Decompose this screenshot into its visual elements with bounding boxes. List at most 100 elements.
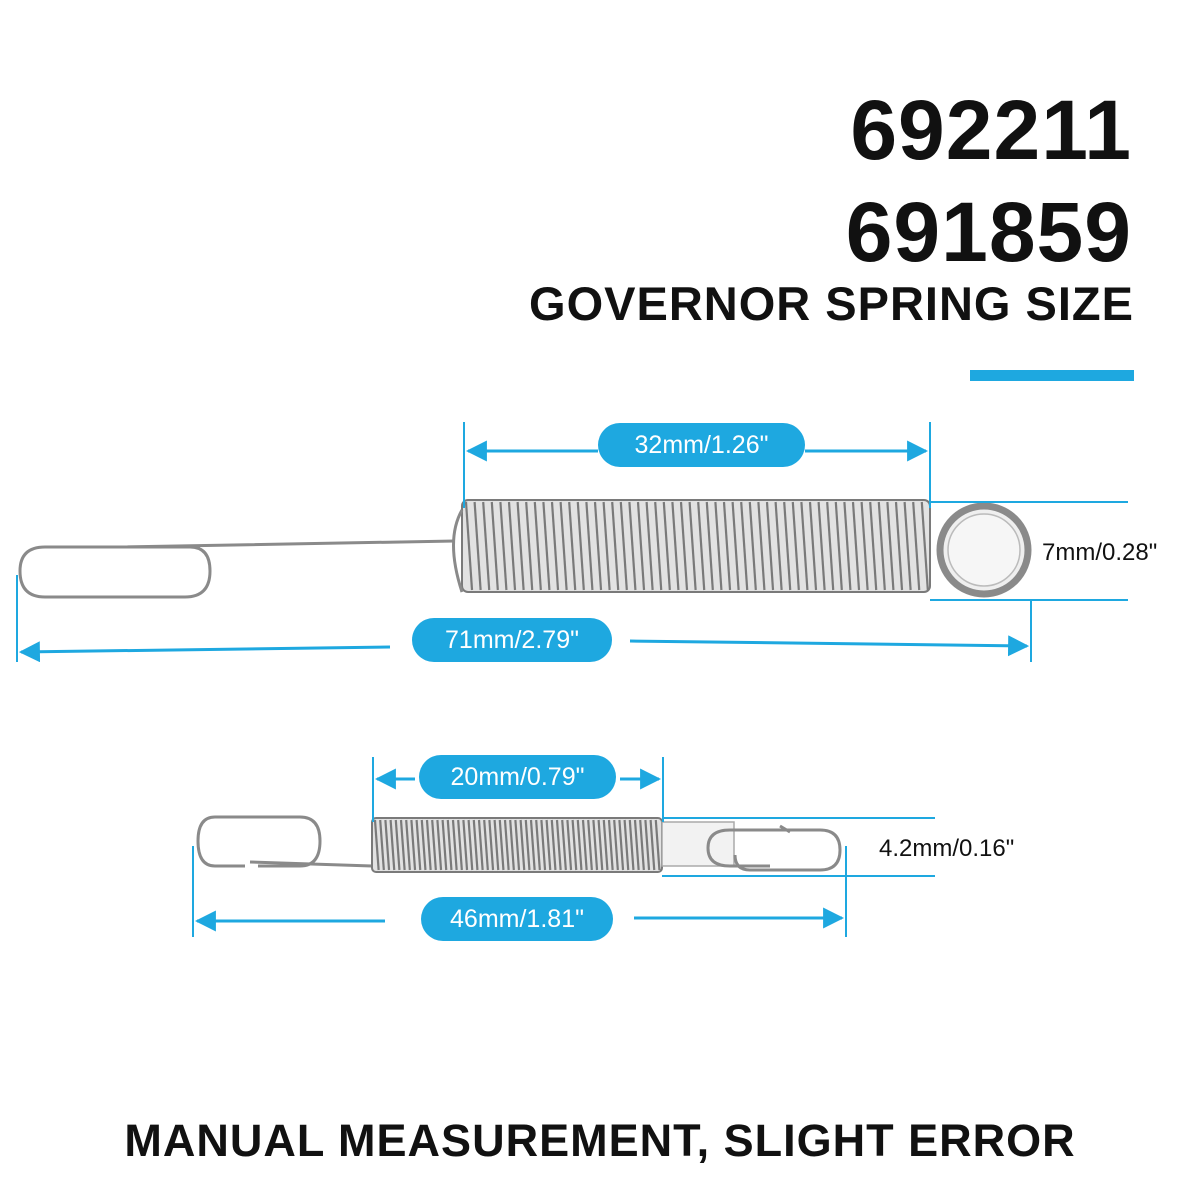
large-spring-coil-winding	[533, 501, 542, 591]
large-spring-coil-winding	[473, 501, 482, 591]
small-spring-coil-winding	[483, 819, 489, 871]
large-spring-coil-winding	[791, 501, 800, 591]
part-number-primary: 692211	[850, 83, 1132, 177]
large-spring-coil-winding	[748, 501, 757, 591]
large-spring-coil-winding	[507, 501, 517, 591]
small-spring-coil-winding	[524, 819, 531, 871]
small-spring-coils	[373, 819, 661, 871]
large-coil-length-label: 32mm/1.26"	[598, 423, 805, 467]
large-spring-coil-winding	[550, 501, 560, 591]
large-spring-coil-winding	[765, 501, 775, 591]
large-overall-length-arrow-right	[629, 635, 1030, 657]
small-spring-coil-winding	[529, 819, 536, 871]
small-spring-coil-winding	[498, 819, 505, 871]
large-spring-coil-winding	[602, 501, 611, 591]
large-spring-coil-winding	[869, 501, 878, 591]
large-spring-coil-winding	[740, 501, 749, 591]
large-spring-coil-winding	[877, 501, 886, 591]
small-spring-coil-winding	[607, 819, 614, 871]
large-spring-coil-winding	[490, 501, 499, 591]
large-spring-coil-winding	[688, 501, 697, 591]
measurement-disclaimer: MANUAL MEASUREMENT, SLIGHT ERROR	[124, 1115, 1076, 1166]
small-spring-coil-winding	[457, 819, 463, 871]
large-spring-coil-winding	[671, 501, 680, 591]
small-spring-coil-winding	[467, 819, 474, 871]
large-spring-coil-winding	[645, 501, 654, 591]
small-spring-coil-winding	[420, 819, 427, 871]
large-spring-coil-winding	[757, 501, 766, 591]
small-spring-coil-winding	[633, 819, 640, 871]
small-spring-coil-winding	[415, 819, 422, 871]
small-spring-coil-winding	[555, 819, 562, 871]
page-title: GOVERNOR SPRING SIZE	[529, 277, 1134, 330]
small-spring-coil-winding	[431, 819, 437, 871]
small-spring-coil-winding	[405, 819, 411, 871]
small-spring-dimensions	[192, 757, 935, 937]
small-spring-coil-winding	[488, 819, 495, 871]
large-spring-coil-winding	[679, 501, 689, 591]
small-spring-coil-winding	[384, 819, 391, 871]
large-spring-coil-winding	[903, 501, 912, 591]
small-spring-coil-winding	[519, 819, 526, 871]
small-spring-coil-winding	[514, 819, 521, 871]
small-spring-coil-winding	[425, 819, 432, 871]
small-spring-coil-winding	[566, 819, 573, 871]
small-spring-left-hook	[196, 815, 373, 868]
large-spring-coil-winding	[800, 501, 809, 591]
small-spring-coil-winding	[503, 819, 510, 871]
large-spring-coil-winding	[697, 501, 706, 591]
large-spring-coil-winding	[499, 501, 508, 591]
small-spring-coil-winding	[410, 819, 417, 871]
large-spring-coil-winding	[860, 501, 869, 591]
large-spring-left-hook	[18, 539, 456, 599]
small-spring-coil-winding	[597, 819, 604, 871]
large-spring-coil-winding	[542, 501, 551, 591]
small-spring-coil-winding	[373, 819, 380, 871]
small-coil-length-label: 20mm/0.79"	[419, 755, 616, 799]
small-spring-coil-winding	[592, 819, 599, 871]
large-spring-dimensions	[16, 422, 1128, 663]
part-number-secondary: 691859	[845, 185, 1132, 279]
large-spring-coil-winding	[568, 501, 577, 591]
small-spring-coil-winding	[446, 819, 453, 871]
small-spring-coil-winding	[550, 819, 557, 871]
small-spring-coil-winding	[618, 819, 625, 871]
large-spring-coil-winding	[920, 501, 929, 591]
small-spring-coil-winding	[477, 819, 484, 871]
large-spring-coil-winding	[559, 501, 568, 591]
large-spring-left-end	[452, 509, 464, 593]
small-spring-coil-winding	[509, 819, 515, 871]
large-overall-length-label: 71mm/2.79"	[412, 618, 612, 662]
small-spring-coil-winding	[639, 819, 645, 871]
small-spring-coil-winding	[628, 819, 635, 871]
small-overall-length-label: 46mm/1.81"	[421, 897, 613, 941]
small-spring-coil-winding	[394, 819, 401, 871]
large-spring-coil-winding	[826, 501, 835, 591]
large-spring-coil-winding	[843, 501, 852, 591]
large-spring-coil-winding	[783, 501, 792, 591]
large-overall-length-arrow-left	[18, 641, 391, 663]
small-spring-coil-winding	[545, 819, 552, 871]
small-spring-coil-winding	[389, 819, 396, 871]
small-spring-coil-winding	[493, 819, 500, 871]
small-spring-coil-winding	[587, 819, 593, 871]
accent-divider	[970, 370, 1134, 381]
large-spring-coil-winding	[619, 501, 628, 591]
large-spring-coil-winding	[808, 501, 818, 591]
large-spring-coil-winding	[593, 501, 603, 591]
large-spring-coil-winding	[834, 501, 843, 591]
small-spring-coil-winding	[379, 819, 385, 871]
large-spring-coil-winding	[482, 501, 491, 591]
large-spring-coil-winding	[774, 501, 783, 591]
large-spring-coil-winding	[722, 501, 732, 591]
large-spring-coil-winding	[576, 501, 585, 591]
small-spring	[196, 815, 842, 873]
small-spring-coil-winding	[602, 819, 609, 871]
small-spring-coil-winding	[613, 819, 619, 871]
large-spring-coils	[464, 501, 929, 591]
large-spring-coil-winding	[628, 501, 637, 591]
large-spring-coil-winding	[464, 501, 474, 591]
large-spring-coil-winding	[662, 501, 671, 591]
small-spring-coil-winding	[571, 819, 578, 871]
